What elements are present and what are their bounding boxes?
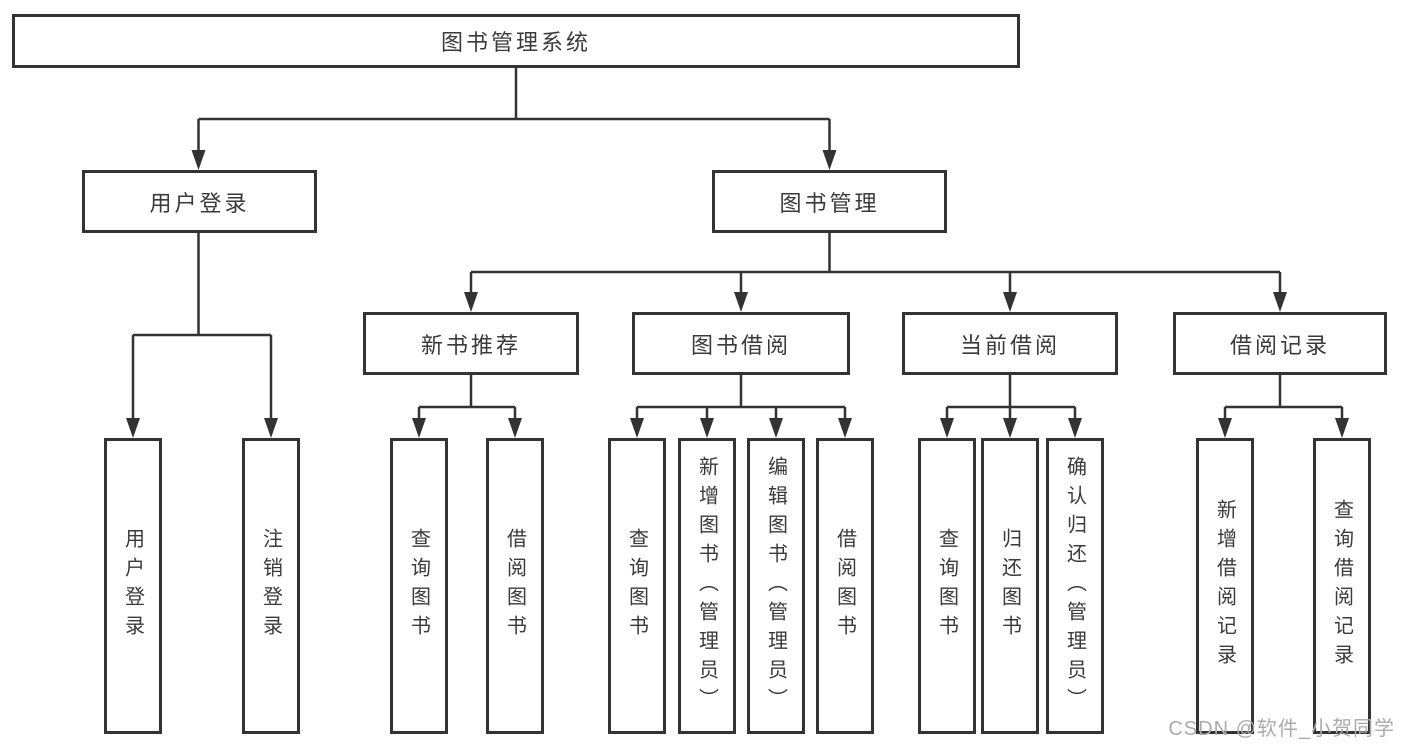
- node-label: 新书推荐: [420, 332, 521, 358]
- leaf-query-books-current: 查询图书: [918, 438, 976, 734]
- leaf-query-books-borrow: 查询图书: [608, 438, 666, 734]
- leaf-return-book: 归还图书: [981, 438, 1039, 734]
- node-label: 用户登录: [121, 528, 144, 644]
- node-current-borrow: 当前借阅: [902, 312, 1118, 375]
- node-root-system: 图书管理系统: [12, 14, 1020, 68]
- node-label: 查询图书: [407, 528, 430, 644]
- leaf-user-login: 用户登录: [104, 438, 162, 734]
- node-new-book-recommend: 新书推荐: [363, 312, 579, 375]
- node-label: 查询图书: [625, 528, 648, 644]
- leaf-borrow-books: 借阅图书: [816, 438, 874, 734]
- node-label: 查询图书: [935, 528, 958, 644]
- leaf-query-borrow-record: 查询借阅记录: [1313, 438, 1371, 734]
- node-label: 借阅图书: [833, 528, 856, 644]
- node-label: 当前借阅: [959, 332, 1060, 358]
- leaf-borrow-books-recommend: 借阅图书: [486, 438, 544, 734]
- leaf-query-books-recommend: 查询图书: [390, 438, 448, 734]
- leaf-confirm-return-admin: 确认归还（管理员）: [1046, 438, 1104, 734]
- node-label: 确认归还（管理员）: [1063, 455, 1086, 717]
- leaf-logout: 注销登录: [242, 438, 300, 734]
- node-label: 借阅图书: [503, 528, 526, 644]
- node-label: 注销登录: [259, 528, 282, 644]
- node-label: 用户登录: [149, 190, 250, 216]
- node-book-management: 图书管理: [712, 170, 947, 233]
- node-label: 查询借阅记录: [1330, 499, 1353, 673]
- node-label: 借阅记录: [1229, 332, 1330, 358]
- csdn-watermark: CSDN @软件_小贺同学: [1168, 718, 1395, 740]
- node-label: 图书管理系统: [440, 30, 591, 55]
- node-label: 编辑图书（管理员）: [764, 455, 787, 717]
- node-label: 图书管理: [779, 190, 880, 216]
- node-book-borrow: 图书借阅: [632, 312, 850, 375]
- node-label: 归还图书: [998, 528, 1021, 644]
- leaf-add-book-admin: 新增图书（管理员）: [678, 438, 736, 734]
- leaf-edit-book-admin: 编辑图书（管理员）: [747, 438, 805, 734]
- node-user-login: 用户登录: [82, 170, 317, 233]
- node-label: 图书借阅: [690, 332, 791, 358]
- arrowheads: [126, 150, 1349, 438]
- node-label: 新增借阅记录: [1213, 499, 1236, 673]
- node-borrow-records: 借阅记录: [1173, 312, 1387, 375]
- node-label: 新增图书（管理员）: [695, 455, 718, 717]
- leaf-add-borrow-record: 新增借阅记录: [1196, 438, 1254, 734]
